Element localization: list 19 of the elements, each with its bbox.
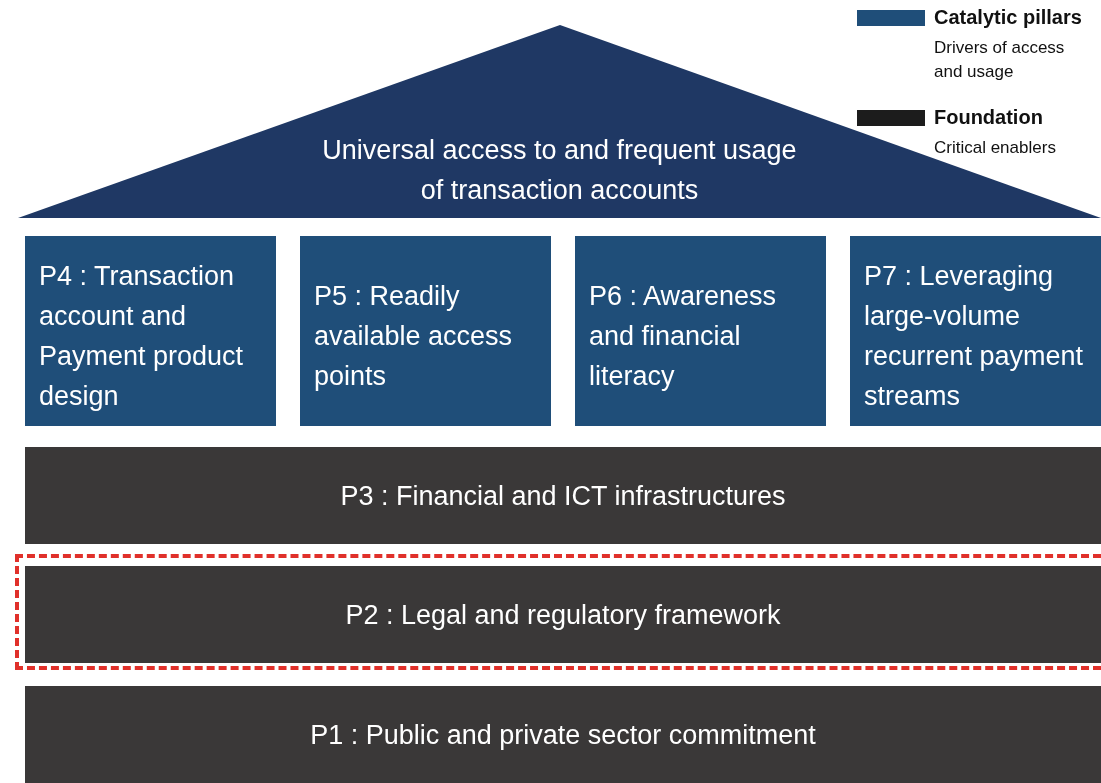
foundation-title: P3 : Financial and ICT infrastructures	[340, 479, 786, 513]
pillar-title: P6 : Awareness and financial literacy	[589, 280, 778, 393]
legend-description: Critical enablers	[934, 137, 1057, 159]
pillar-card	[850, 236, 1101, 426]
pillar-card	[575, 236, 826, 426]
pillar-title: P5 : Readily available access points	[314, 280, 514, 393]
foundation-title: P1 : Public and private sector commitment	[310, 718, 816, 752]
pillar-card	[300, 236, 551, 426]
foundation-bar	[25, 447, 1101, 544]
legend-description: Drivers of access and usage	[934, 37, 1066, 83]
legend-title: Foundation	[934, 106, 1043, 129]
foundation-title: P2 : Legal and regulatory framework	[345, 598, 781, 632]
pillar-title: P7 : Leveraging large-volume recurrent payment streams	[864, 260, 1085, 413]
foundation-bar	[25, 686, 1101, 783]
pillar-title: P4 : Transaction account and Payment product design	[39, 260, 245, 413]
roof-title: Universal access to and frequent usage of transaction accounts	[321, 134, 798, 207]
foundation-bar	[25, 566, 1101, 663]
pillar-card	[25, 236, 276, 426]
legend-title: Catalytic pillars	[934, 6, 1082, 29]
